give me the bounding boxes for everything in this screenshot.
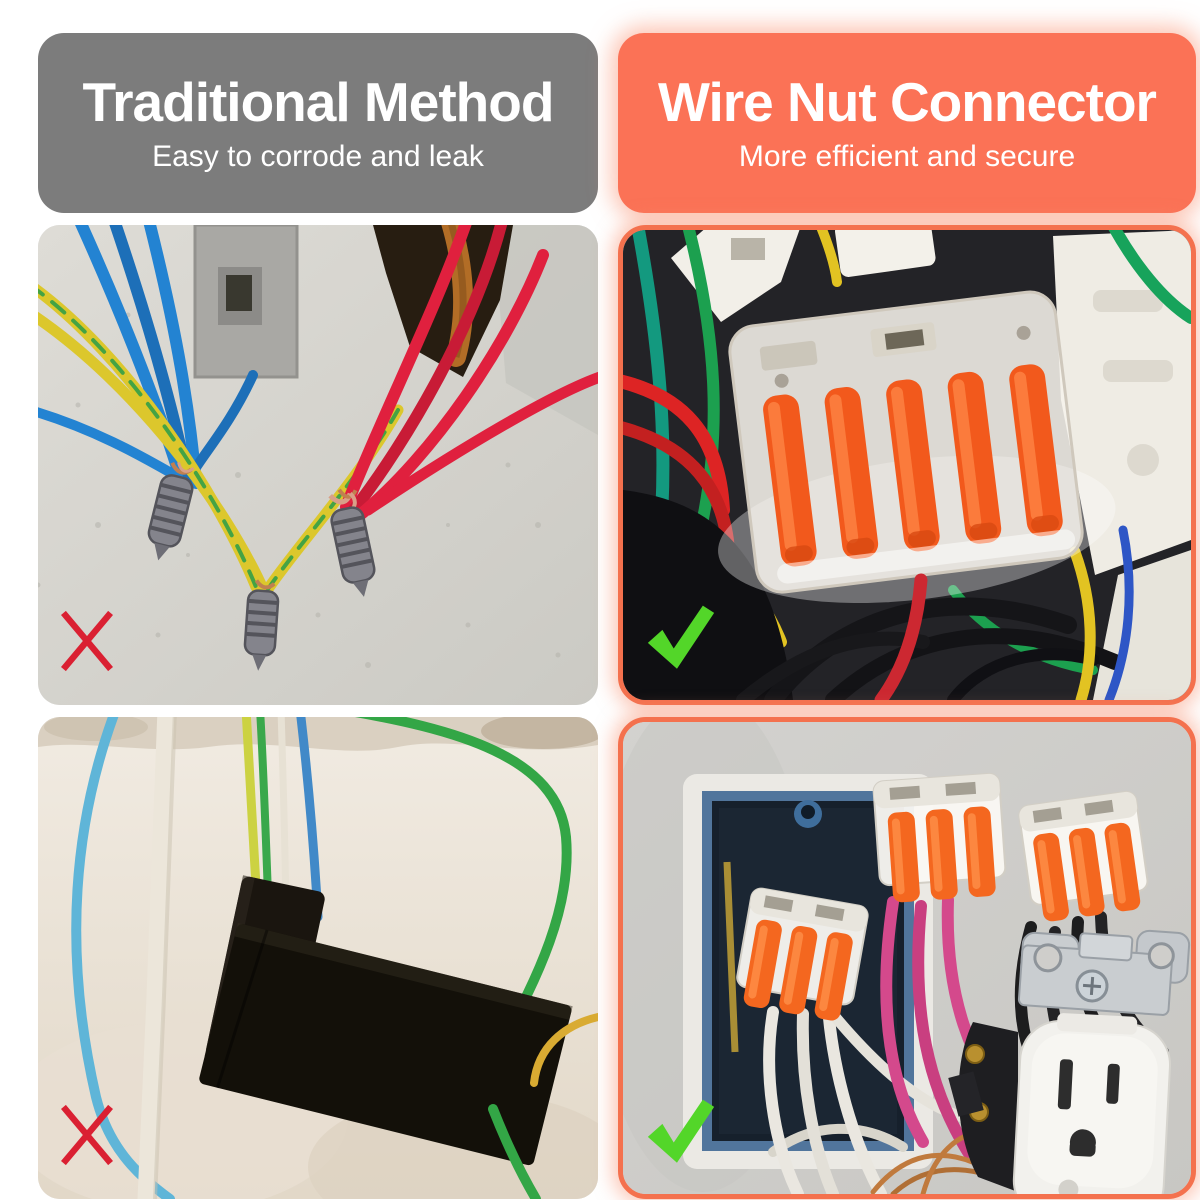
lever-connector-illustration xyxy=(623,230,1191,700)
outlet-slot-neutral xyxy=(1057,1059,1074,1110)
mounting-bracket xyxy=(1017,929,1191,1016)
electrical-tape-main xyxy=(199,922,573,1166)
photo-outlet-box-connectors xyxy=(618,717,1196,1199)
check-icon xyxy=(647,1099,715,1163)
twist-splice-blue xyxy=(147,461,195,561)
header-traditional-method: Traditional Method Easy to corrode and l… xyxy=(38,33,598,213)
outlet-slot-hot xyxy=(1106,1063,1120,1104)
twist-splice-yellow xyxy=(243,579,280,671)
photo-lever-connector-closeup xyxy=(618,225,1196,705)
wirenut-title: Wire Nut Connector xyxy=(658,70,1157,133)
twisted-splice-illustration xyxy=(38,225,598,705)
white-plastic-housing xyxy=(1053,230,1191,575)
header-wire-nut-connector: Wire Nut Connector More efficient and se… xyxy=(618,33,1196,213)
traditional-title: Traditional Method xyxy=(82,70,555,133)
light-blue-wire xyxy=(71,717,175,1199)
red-wires xyxy=(340,225,598,521)
lever-connector-right xyxy=(1018,790,1149,922)
x-icon xyxy=(61,1104,113,1166)
check-icon xyxy=(647,605,715,669)
tape-splice-illustration xyxy=(38,717,598,1199)
duplex-outlet xyxy=(1012,1013,1172,1194)
lever-connector-left xyxy=(736,887,869,1021)
junction-box xyxy=(193,225,299,379)
photo-traditional-twisted-splices xyxy=(38,225,598,705)
x-icon xyxy=(61,610,113,672)
brass-terminal-screw xyxy=(965,1044,985,1064)
white-cable xyxy=(137,717,175,1199)
traditional-subtitle: Easy to corrode and leak xyxy=(152,139,484,173)
green-wire-tail xyxy=(488,1104,541,1199)
concrete-speckles xyxy=(38,312,561,668)
wall-shadow xyxy=(493,225,598,435)
orange-levers xyxy=(763,364,1063,567)
red-wire xyxy=(874,573,928,700)
photo-electrical-tape-splice xyxy=(38,717,598,1199)
yellow-wire-arc xyxy=(530,1013,598,1087)
lever-connector-center xyxy=(872,772,1007,903)
five-port-lever-connector xyxy=(718,290,1116,604)
outlet-back-housing xyxy=(958,1022,1018,1192)
yellow-wire xyxy=(1069,546,1096,700)
wall-hole xyxy=(373,225,513,377)
wirenut-subtitle: More efficient and secure xyxy=(738,139,1076,173)
black-wires xyxy=(736,597,1123,700)
ceiling-spackle xyxy=(38,717,598,751)
green-wire-loop xyxy=(354,717,572,1052)
blue-wire xyxy=(1104,525,1134,700)
outlet-installation-illustration xyxy=(623,722,1191,1194)
twist-splice-red xyxy=(328,488,376,597)
